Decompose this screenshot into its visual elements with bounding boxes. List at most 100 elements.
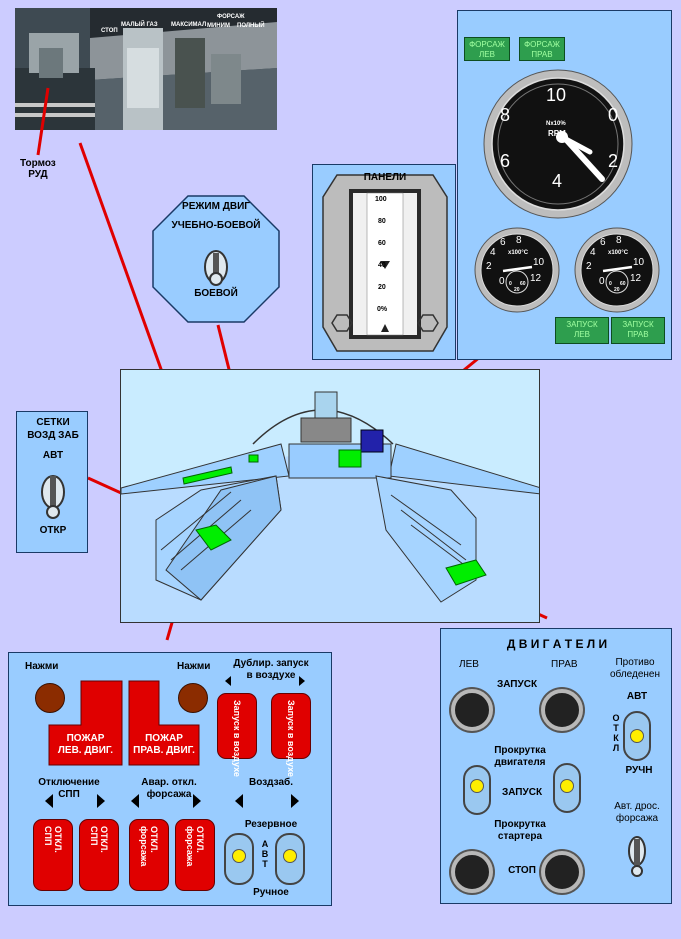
panels-tick-20: 20 <box>378 284 386 291</box>
egt2-num-0: 0 <box>599 276 605 287</box>
fire-right-cover-button[interactable] <box>178 683 208 713</box>
cockpit-view <box>120 369 540 623</box>
start-left-button[interactable] <box>451 689 493 731</box>
intake-grids-toggle-graphic <box>41 475 65 519</box>
anti-ice-label: Противо обледенен <box>609 657 661 680</box>
auto-throttle-label: Авт. дрос. форсажа <box>614 801 660 824</box>
spp-off-button-2[interactable]: ОТКЛ. СПП <box>79 819 119 891</box>
egt1-num-0: 0 <box>499 276 505 287</box>
crank-starter-label: Прокрутка стартера <box>494 819 546 842</box>
engine-mode-toggle[interactable] <box>202 249 230 287</box>
rpm-caption-1: Nx10% <box>546 121 566 127</box>
afterburner-left-text: ФОРСАЖ ЛЕВ <box>469 40 505 59</box>
cockpit-hotspot-right-panel[interactable] <box>443 558 489 588</box>
fire-right-label: ПОЖАР ПРАВ. ДВИГ. <box>133 733 195 756</box>
rpm-caption-2: RPM <box>548 129 566 138</box>
cockpit-hotspot-left-console[interactable] <box>181 466 233 486</box>
auto-throttle-toggle[interactable] <box>625 835 649 879</box>
egt2-inner-0: 0 <box>609 281 612 287</box>
crank-right-led <box>560 779 574 793</box>
cockpit-hotspot-left-panel[interactable] <box>193 522 235 552</box>
egt2-num-2: 2 <box>586 261 592 272</box>
air-start-right-button[interactable]: Запуск в воздухе <box>271 693 311 777</box>
panels-tick-80: 80 <box>378 218 386 225</box>
rpm-num-8: 8 <box>500 105 511 125</box>
engines-right-label: ПРАВ <box>551 659 578 670</box>
stop-label: СТОП <box>508 865 536 876</box>
throttle-photo-image <box>15 8 277 130</box>
air-start-left-button[interactable]: Запуск в воздухе <box>217 693 257 777</box>
cockpit-view-graphic <box>121 391 539 622</box>
panels-tick-60: 60 <box>378 240 386 247</box>
engine-mode-octagon <box>152 195 280 323</box>
egt1-num-8: 8 <box>516 235 522 246</box>
intake-grids-title: СЕТКИ ВОЗД ЗАБ <box>27 417 79 441</box>
egt1-num-10: 10 <box>533 257 545 268</box>
panels-gauge-body <box>322 174 448 352</box>
stop-right-button[interactable] <box>541 851 583 893</box>
intake-grids-bottom: ОТКР <box>39 525 67 536</box>
cockpit-hotspot-mode-switch[interactable] <box>247 453 261 465</box>
start-right-indicator: ЗАПУСК ПРАВ <box>611 317 665 344</box>
press-left-label: Нажми <box>25 661 59 672</box>
egt2-num-12: 12 <box>630 273 642 284</box>
engine-mode-top: УЧЕБНО-БОЕВОЙ <box>171 220 261 231</box>
air-start-right-text: Запуск в воздухе <box>286 700 296 777</box>
ab-off-text-2: ОТКЛ. форсажа <box>185 826 205 867</box>
anti-ice-off: О Т К Л <box>612 713 620 753</box>
crank-engine-label: Прокрутка двигателя <box>494 745 546 768</box>
start-right-button[interactable] <box>541 689 583 731</box>
engines-title: Д В И Г А Т Е Л И <box>506 637 608 651</box>
reserve-left-led <box>232 849 246 863</box>
ab-off-text-1: ОТКЛ. форсажа <box>139 826 159 867</box>
photo-label-ab: ФОРСАЖ <box>217 14 245 20</box>
intake-label: Воздзаб. <box>249 777 293 788</box>
spp-off-button-1[interactable]: ОТКЛ. СПП <box>33 819 73 891</box>
dup-start-label: Дублир. запуск в воздухе <box>233 658 309 681</box>
egt2-inner-60: 60 <box>620 281 626 287</box>
intake-grids-toggle[interactable] <box>39 472 67 522</box>
egt1-inner-60: 60 <box>520 281 526 287</box>
start2-label: ЗАПУСК <box>501 787 543 798</box>
manual-label: Ручное <box>253 887 289 898</box>
auto-throttle-toggle-graphic <box>628 836 646 877</box>
egt1-num-4: 4 <box>490 247 496 258</box>
stop-left-button[interactable] <box>451 851 493 893</box>
fire-right-button[interactable] <box>129 725 199 765</box>
panels-title: ПАНЕЛИ <box>363 172 407 183</box>
egt1-inner-0: 0 <box>509 281 512 287</box>
afterburner-right-indicator: ФОРСАЖ ПРАВ <box>519 37 565 61</box>
ab-off-button-1[interactable]: ОТКЛ. форсажа <box>129 819 169 891</box>
egt2-num-6: 6 <box>600 237 606 248</box>
start-left-text: ЗАПУСК ЛЕВ <box>566 320 598 339</box>
spp-off-text-2: ОТКЛ. СПП <box>89 826 109 853</box>
rpm-panel: ФОРСАЖ ЛЕВ ФОРСАЖ ПРАВ 0 2 4 6 8 10 Nx10… <box>457 10 672 360</box>
start-left-indicator: ЗАПУСК ЛЕВ <box>555 317 609 344</box>
egt2-num-8: 8 <box>616 235 622 246</box>
rpm-num-0: 0 <box>608 105 619 125</box>
egt2-inner-20: 20 <box>614 287 620 293</box>
air-start-left-text: Запуск в воздухе <box>232 700 242 777</box>
start-label: ЗАПУСК <box>496 679 538 690</box>
spp-off-label: Отключение СПП <box>38 777 100 800</box>
egt1-caption: x100°C <box>508 250 529 256</box>
left-panel-shapes <box>45 676 305 808</box>
panels-tick-40: 40 <box>378 262 386 269</box>
press-right-label: Нажми <box>177 661 211 672</box>
ab-off-button-2[interactable]: ОТКЛ. форсажа <box>175 819 215 891</box>
photo-label-max: МАКСИМАЛ <box>171 22 207 28</box>
egt1-inner-20: 20 <box>514 287 520 293</box>
afterburner-right-text: ФОРСАЖ ПРАВ <box>524 40 560 59</box>
reserve-label: Резервное <box>244 819 298 830</box>
engine-mode-bottom: БОЕВОЙ <box>194 288 238 299</box>
egt1-num-2: 2 <box>486 261 492 272</box>
egt2-caption: x100°C <box>608 250 629 256</box>
engine-mode-title: РЕЖИМ ДВИГ <box>182 201 250 212</box>
fire-left-button[interactable] <box>49 725 122 765</box>
photo-label-min: МИНИМ <box>207 23 230 29</box>
egt1-num-12: 12 <box>530 273 542 284</box>
panels-tick-100: 100 <box>375 196 387 203</box>
cockpit-hotspot-instruments[interactable] <box>337 428 385 470</box>
intake-grids-panel: СЕТКИ ВОЗД ЗАБ АВТ ОТКР <box>16 411 88 553</box>
fire-left-cover-button[interactable] <box>35 683 65 713</box>
